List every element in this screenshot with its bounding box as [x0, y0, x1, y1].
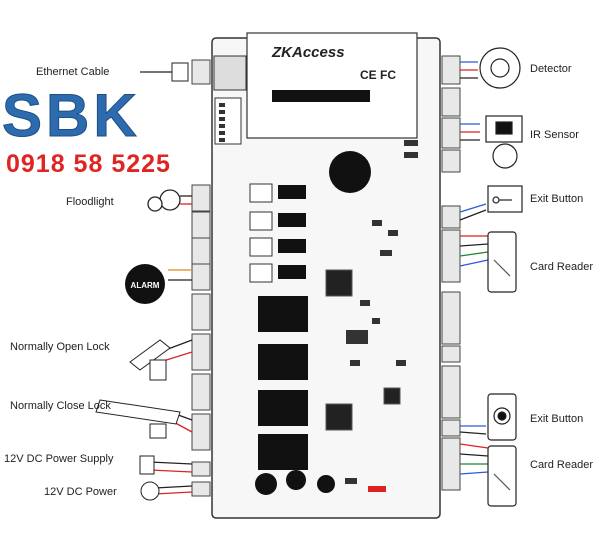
buzzer	[329, 151, 371, 193]
exit-button-2-label: Exit Button	[530, 413, 584, 425]
ethernet-plug-icon	[171, 62, 189, 82]
lock-relay-1	[258, 296, 308, 332]
dc-power-supply-label: 12V DC Power Supply	[4, 453, 114, 465]
lock-relay-3	[258, 390, 308, 426]
floodlight-label: Floodlight	[66, 196, 114, 208]
chip-1	[325, 269, 353, 297]
normally-open-lock-label: Normally Open Lock	[10, 341, 110, 353]
lock-relay-4	[258, 434, 308, 470]
label-black-bar	[272, 90, 370, 102]
card-reader-1-label: Card Reader	[530, 261, 593, 273]
watermark-logo: SBK	[2, 82, 141, 149]
chip-2	[325, 403, 353, 431]
dip-switch	[214, 97, 242, 145]
exit-button-1-icon	[487, 185, 523, 213]
exit-button-2-icon	[487, 393, 517, 441]
detector-icon	[479, 47, 521, 89]
exit-button-1-label: Exit Button	[530, 193, 584, 205]
ethernet-cable-label: Ethernet Cable	[36, 66, 110, 78]
dc-power-icon	[140, 481, 160, 501]
card-reader-2-icon	[487, 445, 517, 507]
lock-relay-2	[258, 344, 308, 380]
normally-close-lock-icon	[95, 399, 181, 439]
normally-close-lock-label: Normally Close Lock	[10, 400, 111, 412]
watermark-phone: 0918 58 5225	[6, 150, 171, 178]
board-brand: ZKAccess	[272, 44, 345, 61]
card-reader-1-icon	[487, 231, 517, 293]
chip-3	[383, 387, 401, 405]
ethernet-port	[213, 55, 247, 91]
normally-open-lock-icon	[129, 339, 171, 381]
svg-text:ALARM: ALARM	[131, 281, 160, 290]
ir-sensor-icon	[485, 115, 523, 169]
dc-power-label: 12V DC Power	[44, 486, 117, 498]
certification-marks: CE FC	[360, 68, 396, 82]
alarm-icon: ALARM	[125, 264, 165, 304]
card-reader-2-label: Card Reader	[530, 459, 593, 471]
power-supply-icon	[139, 455, 155, 475]
label-panel	[246, 32, 418, 139]
ir-sensor-label: IR Sensor	[530, 129, 579, 141]
detector-label: Detector	[530, 63, 572, 75]
floodlight-icon	[147, 189, 181, 212]
